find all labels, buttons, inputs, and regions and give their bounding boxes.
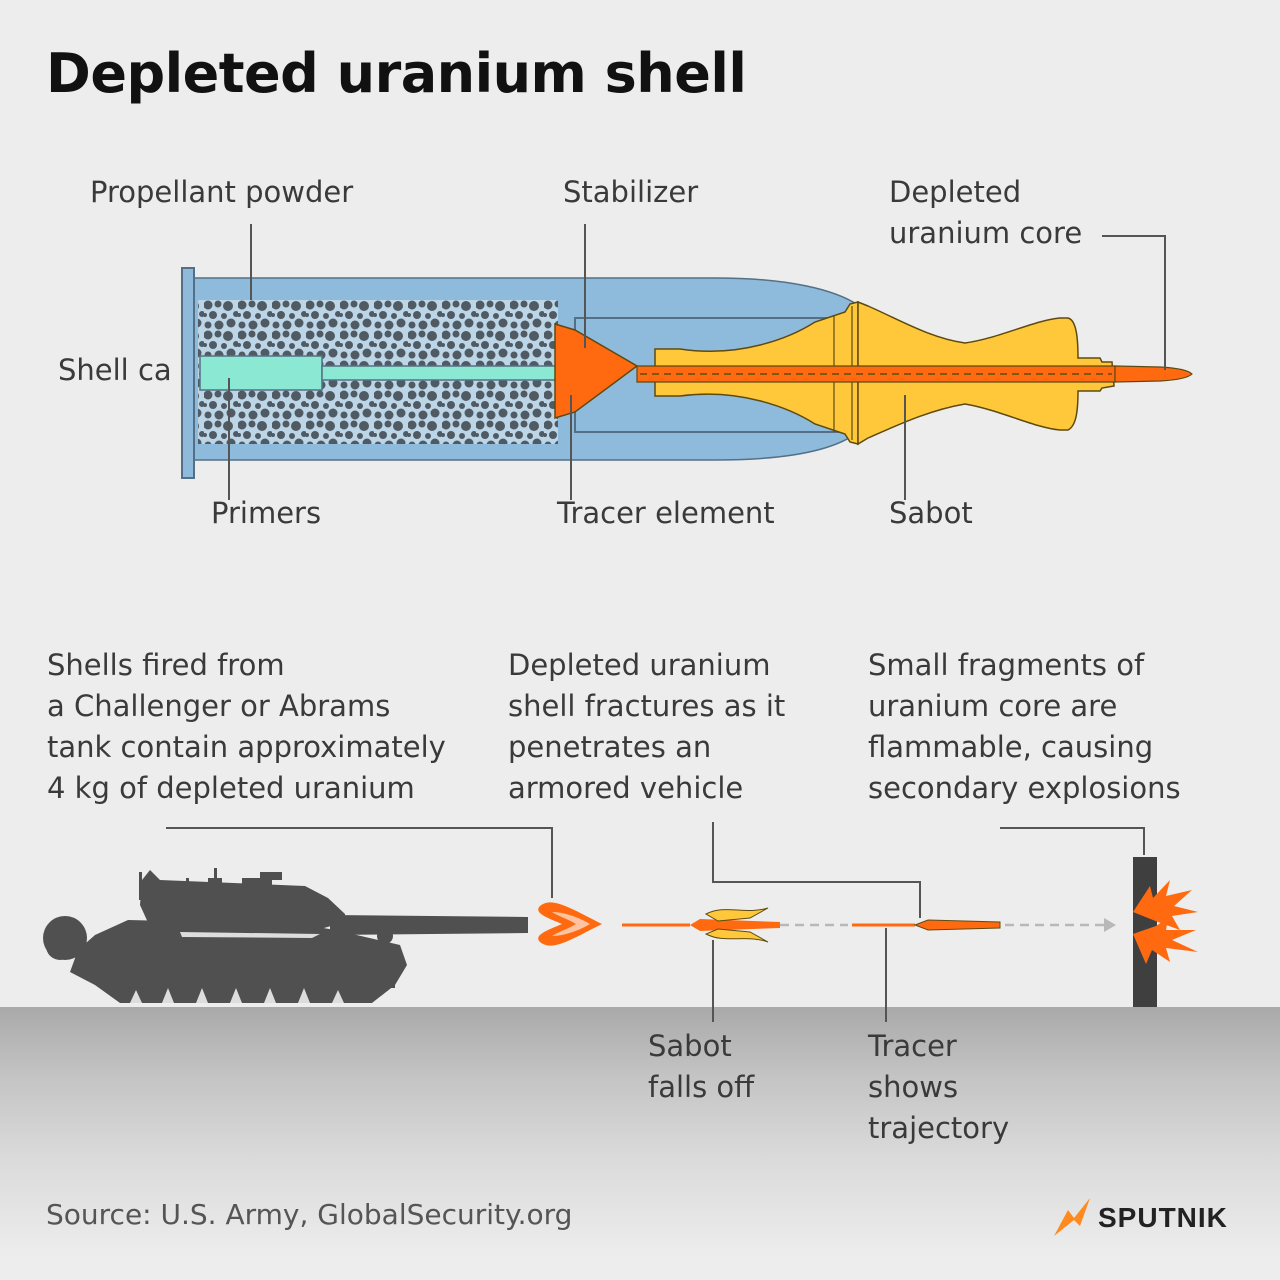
text-tracer-trajectory: Tracer shows trajectory [868, 1029, 1010, 1145]
penetrator [913, 919, 1001, 931]
sequence-leader-lines [166, 822, 1145, 1022]
casing-base [181, 267, 195, 479]
ground [0, 1007, 1280, 1280]
muzzle-flash [538, 902, 602, 946]
label-primers: Primers [211, 496, 322, 530]
primer-tube [199, 355, 559, 391]
trajectory-arrow-icon [1104, 918, 1116, 932]
shell-leader-lines [228, 224, 1166, 500]
source-note: Source: U.S. Army, GlobalSecurity.org [46, 1198, 573, 1231]
text-shells-fired: Shells fired from a Challenger or Abrams… [47, 648, 446, 805]
sputnik-logo-icon [1054, 1198, 1090, 1236]
sputnik-brand: SPUTNIK [1052, 1196, 1228, 1240]
label-tracer-element: Tracer element [557, 496, 775, 530]
text-sabot-falls-off: Sabot falls off [648, 1029, 755, 1104]
label-sabot: Sabot [889, 496, 973, 530]
tank-wheels [130, 932, 344, 1003]
page-title: Depleted uranium shell [46, 42, 747, 105]
brand-name: SPUTNIK [1098, 1202, 1228, 1233]
label-propellant-powder: Propellant powder [90, 175, 354, 209]
label-shell-casing: Shell ca [58, 353, 172, 387]
sabot-separating [690, 907, 780, 943]
text-fragments-flammable: Small fragments of uranium core are flam… [868, 648, 1181, 805]
label-uranium-core: Depleted uranium core [889, 175, 1083, 250]
label-stabilizer: Stabilizer [563, 175, 699, 209]
explosion-icon [1133, 880, 1198, 964]
tank-silhouette [43, 868, 528, 1003]
text-shell-fractures: Depleted uranium shell fractures as it p… [508, 648, 786, 805]
stabilizer [554, 322, 639, 420]
uranium-core [636, 365, 1193, 383]
